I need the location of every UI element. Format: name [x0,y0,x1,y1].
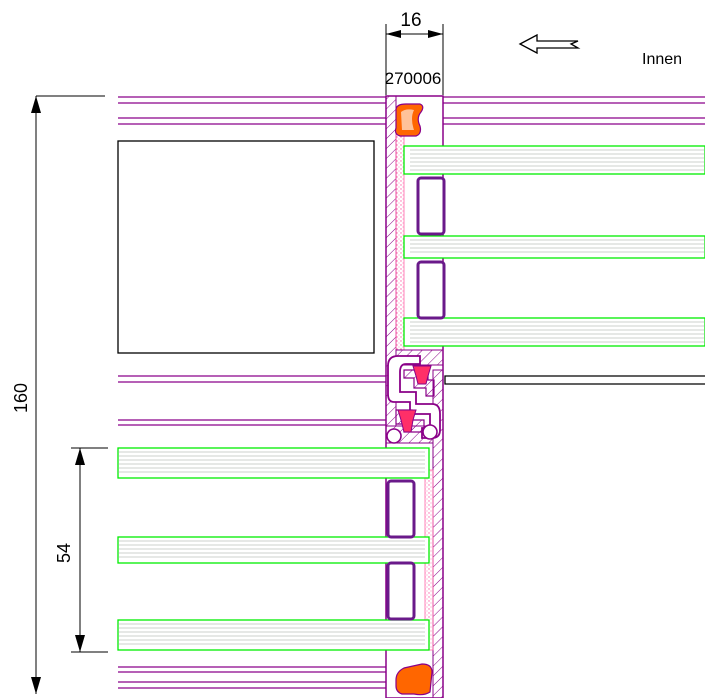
lower-panel-stripes [117,447,430,651]
upper-spacer-top [416,176,446,236]
panel-thickness-dimension-label: 54 [54,543,74,563]
lower-gasket [397,409,417,433]
total-height-dimension-label: 160 [11,383,31,413]
total-height-dimension: 160 [11,95,105,694]
left-frame-box [117,140,375,354]
width-dimension-label: 16 [400,10,421,31]
upper-gasket [412,365,432,385]
upper-panel-stripe-lines [410,149,705,343]
right-frame-box [444,375,705,385]
profile-code-label: 270006 [385,69,442,88]
hollow-left-arrow-icon [518,33,581,55]
bottom-seal [395,663,433,696]
width-dimension: 16 [385,10,444,95]
upper-panel-stripes [403,145,705,347]
lower-spacer-bottom [386,561,416,621]
inside-side-label: Innen [642,51,682,68]
upper-panel-rails [118,96,705,689]
lower-spacer-top [386,479,416,539]
lower-panel-stripe-lines [118,451,425,645]
interlock-joint [386,355,441,444]
upper-spacer-bottom [416,260,446,320]
panel-thickness-dimension: 54 [54,447,108,653]
